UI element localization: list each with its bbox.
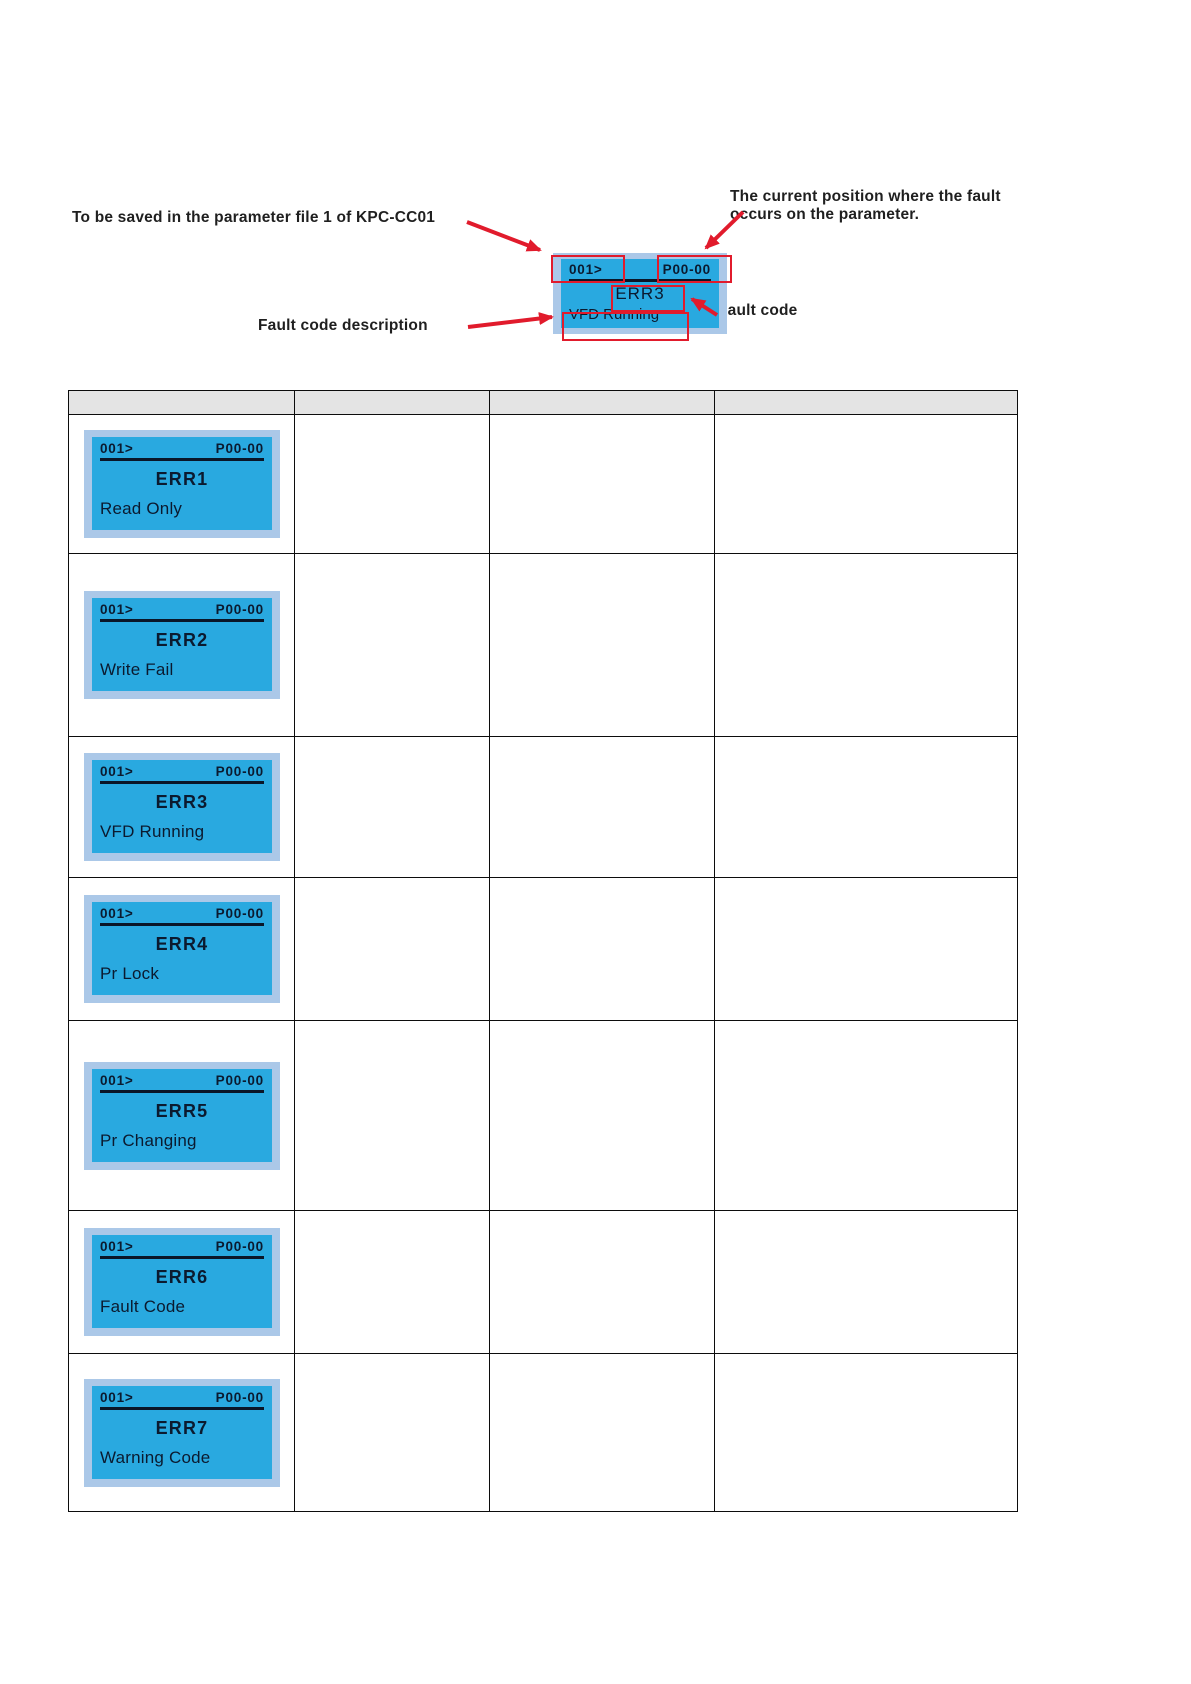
- empty-cell: [714, 414, 1018, 554]
- red-highlight-box-file-no: [551, 255, 625, 283]
- lcd-param-address: P00-00: [215, 441, 264, 456]
- lcd-param-address: P00-00: [215, 1239, 264, 1254]
- lcd-fault-code: ERR5: [155, 1100, 209, 1121]
- lcd-file-no: 001>: [100, 1389, 134, 1405]
- lcd-fault-description: Pr Lock: [100, 964, 160, 983]
- lcd-divider-line: [100, 458, 264, 461]
- empty-cell: [489, 736, 715, 878]
- empty-cell: [714, 1020, 1018, 1211]
- lcd-file-no: 001>: [100, 1239, 134, 1254]
- fault-code-label: Fault code: [718, 302, 798, 319]
- table-row-err4: 001> P00-00 ERR4 Pr Lock: [68, 877, 1018, 1021]
- table-row-err1: 001> P00-00 ERR1 Read Only: [68, 414, 1018, 554]
- fault-code-table: 001> P00-00 ERR1 Read Only: [68, 390, 1018, 1512]
- empty-cell: [489, 414, 715, 554]
- lcd-fault-description: Warning Code: [100, 1447, 211, 1467]
- lcd-display-err5: 001> P00-00 ERR5 Pr Changing: [84, 1061, 280, 1170]
- empty-cell: [714, 736, 1018, 878]
- red-highlight-box-param: [657, 255, 732, 283]
- header-cell-4: [714, 390, 1018, 415]
- arrow-save-note: [466, 220, 542, 252]
- lcd-fault-code: ERR6: [155, 1267, 209, 1287]
- empty-cell: [489, 1353, 715, 1512]
- lcd-file-no: 001>: [100, 764, 134, 779]
- lcd-param-address: P00-00: [215, 1389, 264, 1405]
- table-header-row: [68, 390, 1018, 415]
- lcd-fault-description: VFD Running: [100, 822, 205, 841]
- lcd-divider-line: [569, 279, 711, 282]
- lcd-fault-description: Pr Changing: [100, 1130, 197, 1150]
- header-cell-1: [68, 390, 295, 415]
- lcd-divider-line: [100, 1256, 264, 1259]
- lcd-param-address: P00-00: [215, 906, 264, 921]
- lcd-divider-line: [100, 1406, 264, 1410]
- lcd-fault-code: ERR2: [155, 630, 209, 650]
- lcd-display-err3: 001> P00-00 ERR3 VFD Running: [84, 753, 280, 861]
- table-row-err6: 001> P00-00 ERR6 Fault Code: [68, 1210, 1018, 1354]
- demo-file-no: 001>: [569, 262, 603, 277]
- lcd-file-no: 001>: [100, 1072, 134, 1088]
- lcd-fault-code: ERR7: [155, 1417, 209, 1438]
- red-highlight-box-desc: [562, 312, 689, 341]
- lcd-param-address: P00-00: [215, 602, 264, 617]
- table-row-err3: 001> P00-00 ERR3 VFD Running: [68, 736, 1018, 878]
- empty-cell: [714, 1353, 1018, 1512]
- lcd-display-err7: 001> P00-00 ERR7 Warning Code: [84, 1378, 280, 1487]
- table-row-err7: 001> P00-00 ERR7 Warning Code: [68, 1353, 1018, 1512]
- lcd-fault-description: Fault Code: [100, 1297, 186, 1316]
- lcd-divider-line: [100, 619, 264, 622]
- empty-cell: [489, 877, 715, 1021]
- lcd-display-err1: 001> P00-00 ERR1 Read Only: [84, 430, 280, 538]
- demo-param-address: P00-00: [662, 262, 711, 277]
- empty-cell: [294, 877, 490, 1021]
- empty-cell: [294, 414, 490, 554]
- empty-cell: [294, 1353, 490, 1512]
- lcd-fault-code: ERR1: [155, 469, 209, 489]
- lcd-fault-code: ERR3: [155, 792, 209, 812]
- lcd-display-err4: 001> P00-00 ERR4 Pr Lock: [84, 895, 280, 1003]
- empty-cell: [714, 553, 1018, 737]
- lcd-file-no: 001>: [100, 441, 134, 456]
- empty-cell: [489, 1210, 715, 1354]
- lcd-param-address: P00-00: [215, 764, 264, 779]
- parameter-file-note: To be saved in the parameter file 1 of K…: [72, 209, 436, 226]
- lcd-display-err2: 001> P00-00 ERR2 Write Fail: [84, 591, 280, 699]
- demo-lcd-display: 001> P00-00 ERR3 VFD Running: [553, 253, 727, 334]
- fault-desc-label: Fault code description: [258, 317, 428, 334]
- empty-cell: [714, 1210, 1018, 1354]
- empty-cell: [294, 736, 490, 878]
- lcd-divider-line: [100, 923, 264, 926]
- demo-lcd-screen: 001> P00-00 ERR3 VFD Running: [561, 259, 719, 328]
- red-highlight-box-code: [611, 285, 685, 312]
- lcd-divider-line: [100, 781, 264, 784]
- empty-cell: [489, 553, 715, 737]
- table-row-err2: 001> P00-00 ERR2 Write Fail: [68, 553, 1018, 737]
- empty-cell: [294, 1210, 490, 1354]
- demo-fault-code: ERR3: [615, 284, 665, 303]
- lcd-display-err6: 001> P00-00 ERR6 Fault Code: [84, 1228, 280, 1336]
- table-row-err5: 001> P00-00 ERR5 Pr Changing: [68, 1020, 1018, 1211]
- empty-cell: [489, 1020, 715, 1211]
- lcd-file-no: 001>: [100, 602, 134, 617]
- lcd-divider-line: [100, 1089, 264, 1093]
- header-cell-3: [489, 390, 715, 415]
- arrow-fault-desc: [467, 312, 554, 329]
- empty-cell: [714, 877, 1018, 1021]
- fault-position-note: The current position where the fault occ…: [730, 188, 1001, 223]
- lcd-fault-code: ERR4: [155, 934, 209, 954]
- lcd-fault-description: Write Fail: [100, 660, 174, 679]
- empty-cell: [294, 1020, 490, 1211]
- lcd-fault-description: Read Only: [100, 499, 183, 518]
- lcd-file-no: 001>: [100, 906, 134, 921]
- lcd-param-address: P00-00: [215, 1072, 264, 1088]
- empty-cell: [294, 553, 490, 737]
- header-cell-2: [294, 390, 490, 415]
